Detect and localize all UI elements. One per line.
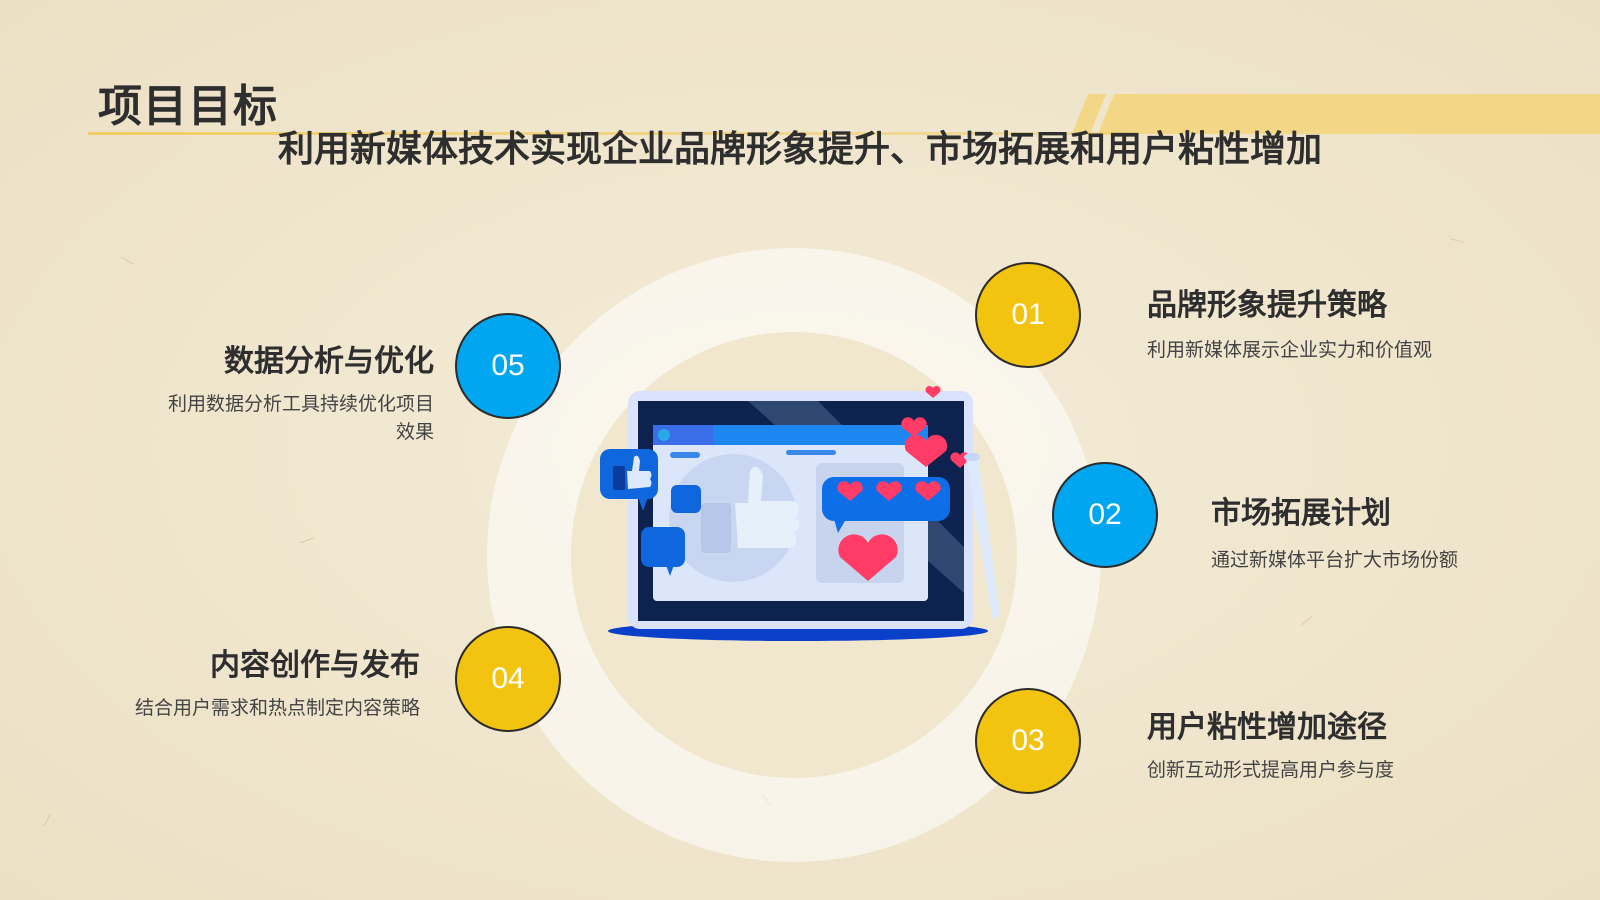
badge-02: 02 (1052, 462, 1158, 568)
badge-03: 03 (975, 688, 1081, 794)
pencil-icon (964, 453, 1000, 621)
item-desc-03: 创新互动形式提高用户参与度 (1147, 759, 1395, 781)
thumbs-up-bubble-small (671, 485, 701, 513)
badge-05: 05 (455, 313, 561, 419)
badge-number: 04 (491, 662, 525, 695)
item-desc-05: 利用数据分析工具持续优化项目效果 (167, 393, 434, 443)
thumbs-up-icon (735, 466, 800, 548)
item-desc-04: 结合用户需求和热点制定内容策略 (135, 697, 421, 719)
tablet-social-illustration (600, 385, 1000, 641)
facebook-icon (658, 429, 670, 441)
badge-number: 03 (1011, 724, 1045, 757)
badge-number: 02 (1088, 498, 1122, 531)
slide-subtitle: 利用新媒体技术实现企业品牌形象提升、市场拓展和用户粘性增加 (277, 129, 1322, 170)
item-title-03: 用户粘性增加途径 (1147, 710, 1387, 745)
thumbs-up-bubble-medium (641, 527, 685, 567)
fiber (1450, 238, 1464, 243)
item-title-05: 数据分析与优化 (224, 344, 434, 379)
badge-number: 01 (1011, 298, 1045, 331)
badge-04: 04 (455, 626, 561, 732)
fiber (300, 537, 314, 544)
title-underline (88, 132, 1128, 135)
badge-number: 05 (491, 349, 525, 382)
fiber (1301, 615, 1313, 626)
page-title: 项目目标 (98, 81, 278, 132)
badge-01: 01 (975, 262, 1081, 368)
item-title-01: 品牌形象提升策略 (1147, 288, 1387, 323)
fiber (43, 814, 51, 827)
item-desc-01: 利用新媒体展示企业实力和价值观 (1147, 339, 1433, 361)
item-desc-02: 通过新媒体平台扩大市场份额 (1211, 549, 1459, 571)
item-title-02: 市场拓展计划 (1211, 496, 1391, 531)
item-title-04: 内容创作与发布 (210, 648, 420, 683)
fiber (120, 256, 134, 265)
